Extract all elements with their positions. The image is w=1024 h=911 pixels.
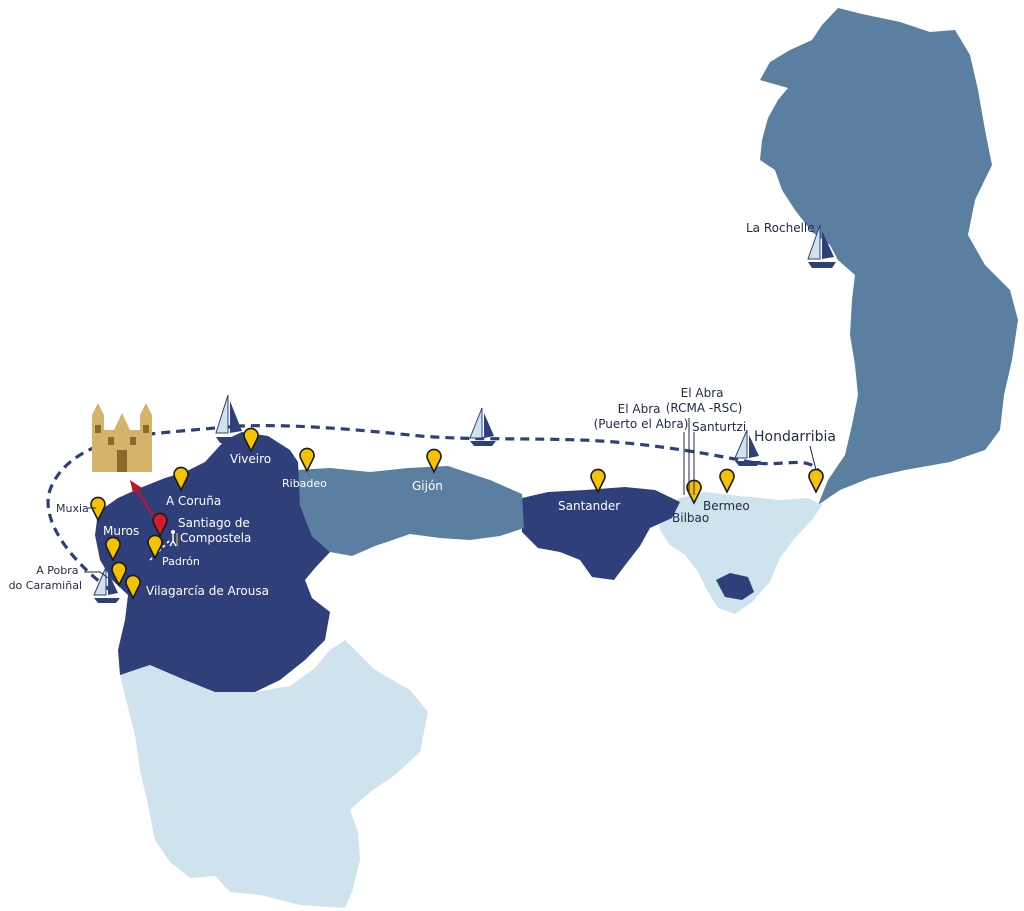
label-santiago-de-compostela: Santiago de Compostela bbox=[178, 516, 254, 545]
region-portugal bbox=[120, 640, 428, 908]
marker-muxia-pin-icon bbox=[90, 496, 106, 522]
leader-line-a-pobra bbox=[84, 571, 109, 579]
label-el-abra-puerto: El Abra (Puerto el Abra) bbox=[594, 402, 689, 431]
region-galicia bbox=[95, 432, 330, 692]
marker-santiago-pin-icon bbox=[152, 512, 168, 538]
region-enclave bbox=[716, 573, 754, 600]
arrow-to-cathedral bbox=[130, 480, 157, 521]
label-bilbao: Bilbao bbox=[672, 511, 709, 525]
marker-viveiro-pin-icon bbox=[243, 427, 259, 453]
label-viveiro: Viveiro bbox=[230, 452, 271, 466]
label-padron: Padrón bbox=[162, 555, 200, 568]
santiago-padron-link bbox=[149, 539, 171, 561]
label-ribadeo: Ribadeo bbox=[282, 477, 327, 490]
leader-line-hondarribia bbox=[809, 445, 817, 471]
marker-santander-pin-icon bbox=[590, 468, 606, 494]
sailboat-icon bbox=[469, 407, 496, 446]
cathedral-icon bbox=[92, 403, 152, 472]
sailboat-icon bbox=[807, 224, 836, 268]
label-gijon: Gijón bbox=[412, 479, 443, 493]
marker-gijon-pin-icon bbox=[426, 448, 442, 474]
label-santander: Santander bbox=[558, 499, 620, 513]
marker-a-coruna-pin-icon bbox=[173, 466, 189, 492]
marker-vilagarcia-pin-icon bbox=[125, 574, 141, 600]
label-hondarribia: Hondarribia bbox=[754, 429, 836, 445]
region-france-atlantic bbox=[760, 8, 1018, 505]
label-a-coruna: A Coruña bbox=[166, 494, 221, 508]
label-santurtzi: Santurtzi bbox=[692, 420, 746, 434]
label-muxia: Muxia bbox=[56, 502, 89, 515]
marker-bermeo-pin-icon bbox=[719, 468, 735, 494]
marker-a-pobra-pin-icon bbox=[111, 561, 127, 587]
marker-muros-pin-icon bbox=[105, 536, 121, 562]
label-muros: Muros bbox=[103, 524, 139, 538]
label-vilagarcia-de-arousa: Vilagarcía de Arousa bbox=[146, 584, 269, 598]
label-a-pobra-do-caraminal: A Pobra do Caramiñal bbox=[9, 564, 82, 592]
label-bermeo: Bermeo bbox=[703, 499, 750, 513]
label-el-abra-rcma: El Abra (RCMA -RSC) bbox=[666, 386, 743, 415]
sailboat-icon bbox=[215, 394, 244, 443]
sailboat-icon bbox=[93, 566, 120, 603]
pilgrim-icon bbox=[169, 530, 178, 547]
label-la-rochelle: La Rochelle bbox=[746, 221, 815, 235]
sailboat-icon bbox=[734, 429, 761, 466]
marker-hondarribia-pin-icon bbox=[808, 468, 824, 494]
region-cantabria bbox=[522, 487, 680, 580]
region-asturias bbox=[296, 466, 524, 556]
marker-ribadeo-pin-icon bbox=[299, 447, 315, 473]
marker-padron-pin-icon bbox=[147, 534, 163, 560]
region-basque-country bbox=[658, 492, 822, 614]
sea-route bbox=[46, 424, 820, 592]
